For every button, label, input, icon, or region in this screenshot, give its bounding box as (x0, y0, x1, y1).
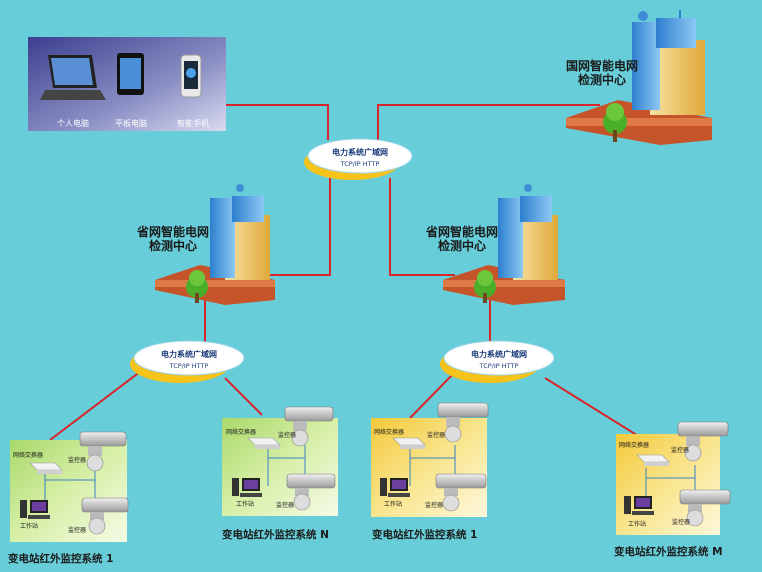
system-panel (371, 418, 487, 517)
ptz-camera-icon-top (677, 421, 729, 462)
system-panel (10, 440, 127, 542)
workstation-label: 工作站 (384, 500, 402, 508)
connection-lines (49, 104, 641, 441)
ptz-camera-icon-top (284, 406, 334, 447)
switch-label: 网络交换器 (226, 428, 256, 436)
link-national-to-wan (377, 104, 600, 140)
controller-bottom-label: 监控器 (276, 501, 294, 509)
workstation-label: 工作站 (20, 522, 38, 530)
devices-panel: 个人电脑 平板电脑 智能手机 (28, 37, 226, 131)
tablet-icon (117, 53, 144, 95)
system-title: 变电站红外监控系统 1 (372, 528, 477, 541)
wan-top-title: 电力系统广域网 (332, 147, 388, 157)
province-left-subtitle: 检测中心 (149, 238, 197, 253)
controller-bottom-label: 监控器 (68, 526, 86, 534)
substation-system-m: 网络交换器 监控器 监控器 工作站 变电站红外监控系统 M (614, 421, 731, 558)
network-switch-icon (247, 437, 281, 449)
controller-top-label: 监控器 (427, 431, 445, 439)
smartphone-label: 智能手机 (177, 118, 209, 128)
controller-bottom-label: 监控器 (672, 518, 690, 526)
workstation-label: 工作站 (628, 520, 646, 528)
link-devices-to-wan (225, 104, 329, 140)
wan-right-protocols: TCP/IP HTTP (479, 362, 519, 370)
wan-left-protocols: TCP/IP HTTP (169, 362, 209, 370)
workstation-label: 工作站 (236, 500, 254, 508)
controller-top-label: 监控器 (278, 431, 296, 439)
controller-top-label: 监控器 (671, 446, 689, 454)
controller-bottom-label: 监控器 (425, 501, 443, 509)
tablet-label: 平板电脑 (115, 118, 147, 128)
ptz-camera-icon-top (437, 402, 489, 443)
link-wan-left-systemN (224, 377, 263, 416)
network-switch-icon (29, 462, 63, 474)
ptz-camera-icon-bottom (81, 497, 129, 535)
switch-label: 网络交换器 (619, 441, 649, 449)
switch-label: 网络交换器 (13, 451, 43, 459)
wan-left-bubble (133, 340, 245, 376)
wan-right: 电力系统广域网 TCP/IP HTTP (440, 340, 555, 383)
system-title: 变电站红外监控系统 N (222, 528, 329, 541)
province-left-building-icon (155, 184, 275, 305)
wan-top-protocols: TCP/IP HTTP (340, 160, 380, 168)
network-switch-icon (392, 437, 426, 449)
link-wan-right-systemM (544, 377, 641, 438)
controller-top-label: 监控器 (68, 456, 86, 464)
system-panel (222, 418, 338, 516)
network-switch-icon (636, 454, 670, 466)
province-right-subtitle: 检测中心 (438, 238, 486, 253)
workstation-icon (380, 478, 410, 497)
wan-right-title: 电力系统广域网 (471, 349, 527, 359)
link-wan-right-system1 (409, 371, 456, 419)
national-building-icon (566, 10, 712, 145)
workstation-icon (20, 500, 50, 519)
wan-right-bubble (443, 340, 555, 376)
province-left-title: 省网智能电网 (136, 224, 209, 239)
system-title: 变电站红外监控系统 1 (8, 552, 113, 565)
national-center-title: 国网智能电网 (566, 58, 638, 73)
province-right-center: 省网智能电网 检测中心 (425, 184, 565, 305)
substation-system-1-left: 网络交换器 监控器 监控器 工作站 变电站红外监控系统 1 (8, 431, 129, 565)
ptz-camera-icon-bottom (435, 473, 487, 512)
wan-top: 电力系统广域网 TCP/IP HTTP (304, 138, 413, 180)
switch-label: 网络交换器 (374, 428, 404, 436)
province-right-title: 省网智能电网 (425, 224, 498, 239)
substation-system-1-right: 网络交换器 监控器 监控器 工作站 变电站红外监控系统 1 (371, 402, 489, 541)
ptz-camera-icon-bottom (679, 489, 731, 527)
workstation-icon (624, 496, 654, 515)
province-right-building-icon (443, 184, 565, 305)
system-panel (616, 434, 720, 535)
province-left-center: 省网智能电网 检测中心 (136, 184, 275, 305)
system-title: 变电站红外监控系统 M (614, 545, 723, 558)
laptop-label: 个人电脑 (57, 118, 89, 128)
link-wan-to-province-left (270, 178, 331, 276)
national-center: 国网智能电网 检测中心 (566, 10, 712, 145)
substation-system-n: 网络交换器 监控器 监控器 工作站 变电站红外监控系统 N (222, 406, 338, 541)
smartphone-icon (180, 54, 202, 98)
wan-top-bubble (307, 138, 413, 174)
national-center-subtitle: 检测中心 (578, 72, 626, 87)
wan-left-title: 电力系统广域网 (161, 349, 217, 359)
link-wan-left-system1 (49, 367, 146, 441)
link-wan-to-province-right (389, 178, 455, 276)
ptz-camera-icon-top (79, 431, 127, 472)
workstation-icon (232, 478, 262, 497)
wan-left: 电力系统广域网 TCP/IP HTTP (130, 340, 245, 383)
laptop-icon (40, 55, 106, 100)
ptz-camera-icon-bottom (286, 473, 336, 511)
